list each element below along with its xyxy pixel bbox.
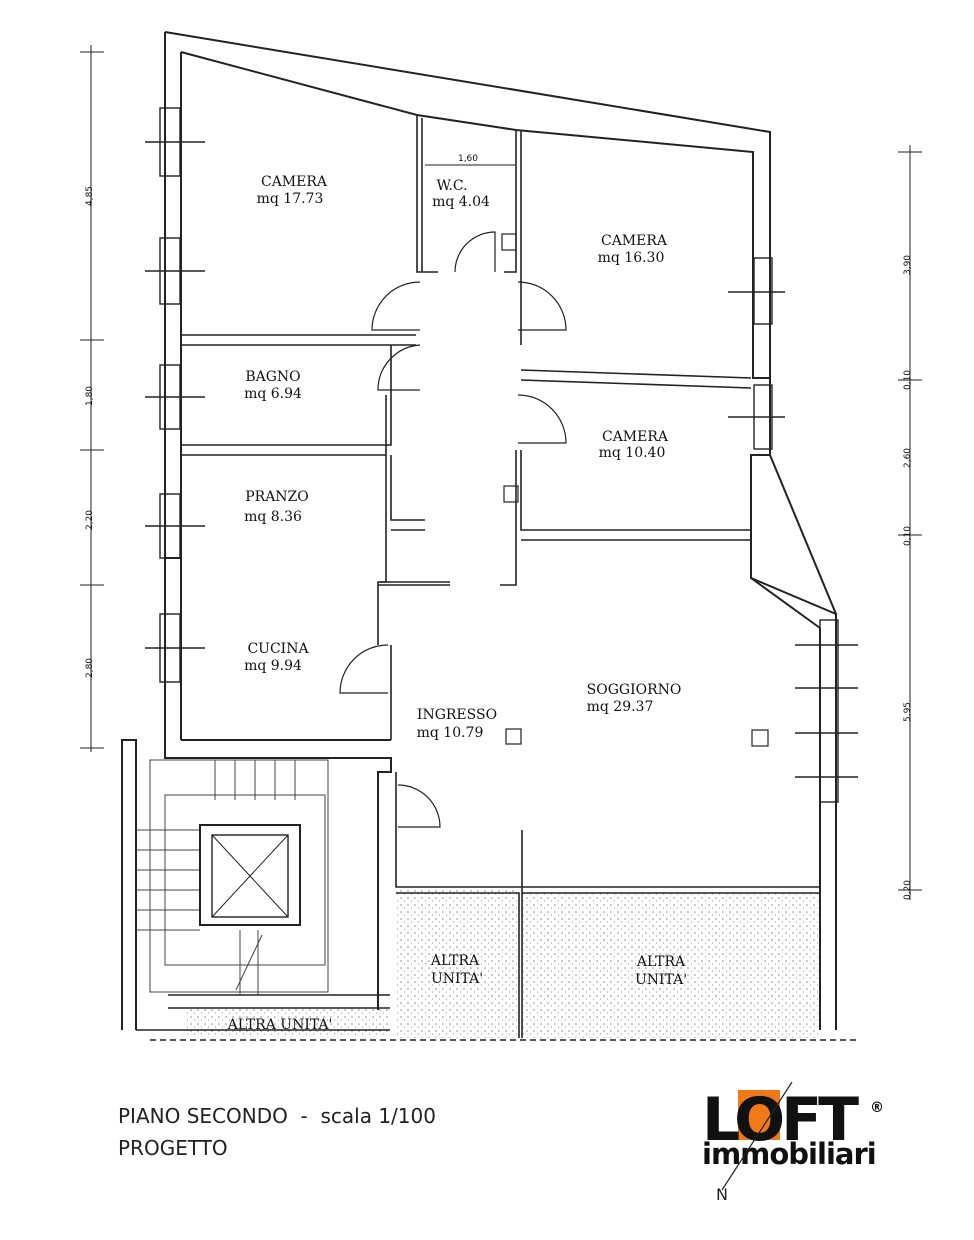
other-unit-label: ALTRA xyxy=(636,954,686,970)
windows-right xyxy=(728,257,858,803)
other-unit-labels: ALTRA UNITA' ALTRA UNITA' ALTRA UNITA' xyxy=(227,953,687,1033)
other-unit-label: ALTRA xyxy=(430,953,480,969)
room-name: SOGGIORNO xyxy=(587,682,682,698)
dim-wc-width: 1,60 xyxy=(458,154,478,164)
room-area: mq 10.79 xyxy=(417,725,484,741)
dimension-labels: 4,85 1,80 2,20 2,80 3,90 0,10 2,60 0,10 … xyxy=(85,154,913,900)
outer-walls xyxy=(121,31,837,1030)
dim-right-5: 5,95 xyxy=(903,702,913,722)
dim-left-3: 2,20 xyxy=(85,510,95,530)
elevator xyxy=(199,824,301,926)
room-area: mq 8.36 xyxy=(244,509,302,525)
room-area: mq 17.73 xyxy=(257,191,324,207)
logo-registered: ® xyxy=(870,1100,884,1116)
room-name: INGRESSO xyxy=(417,707,497,723)
north-arrow: N xyxy=(716,1185,728,1202)
dim-right-2: 0,10 xyxy=(903,370,913,390)
caption-subtitle: PROGETTO xyxy=(118,1136,228,1160)
room-name: CAMERA xyxy=(602,429,669,445)
windows-left xyxy=(145,107,205,683)
dimension-lines xyxy=(80,45,922,900)
room-name: W.C. xyxy=(436,178,467,194)
room-area: mq 29.37 xyxy=(587,699,654,715)
room-area: mq 9.94 xyxy=(244,658,302,674)
dim-right-1: 3,90 xyxy=(903,255,913,275)
room-name: CUCINA xyxy=(247,641,309,657)
room-area: mq 16.30 xyxy=(598,250,665,266)
room-area: mq 10.40 xyxy=(599,445,666,461)
other-unit-label: UNITA' xyxy=(431,971,483,987)
dim-right-6: 0,20 xyxy=(903,880,913,900)
room-labels: CAMERA mq 17.73 W.C. mq 4.04 CAMERA mq 1… xyxy=(244,174,681,741)
dim-left-4: 2,80 xyxy=(85,658,95,678)
room-name: CAMERA xyxy=(261,174,328,190)
other-unit-hatch xyxy=(185,887,819,1038)
other-unit-label: UNITA' xyxy=(635,972,687,988)
loft-logo: LOFT ® immobiliari N xyxy=(702,1082,884,1202)
room-area: mq 6.94 xyxy=(244,386,302,402)
dim-left-2: 1,80 xyxy=(85,386,95,406)
room-name: CAMERA xyxy=(601,233,668,249)
doors xyxy=(339,231,769,828)
room-name: PRANZO xyxy=(245,489,309,505)
interior-walls xyxy=(136,115,860,1041)
dim-right-4: 0,10 xyxy=(903,526,913,546)
caption-title: PIANO SECONDO - scala 1/100 xyxy=(118,1104,436,1128)
dim-left-1: 4,85 xyxy=(85,186,95,206)
dim-right-3: 2,60 xyxy=(903,448,913,468)
logo-sub: immobiliari xyxy=(702,1137,876,1171)
room-area: mq 4.04 xyxy=(432,194,490,210)
room-name: BAGNO xyxy=(245,369,300,385)
other-unit-label: ALTRA UNITA' xyxy=(227,1017,333,1033)
stairwell xyxy=(136,759,329,995)
